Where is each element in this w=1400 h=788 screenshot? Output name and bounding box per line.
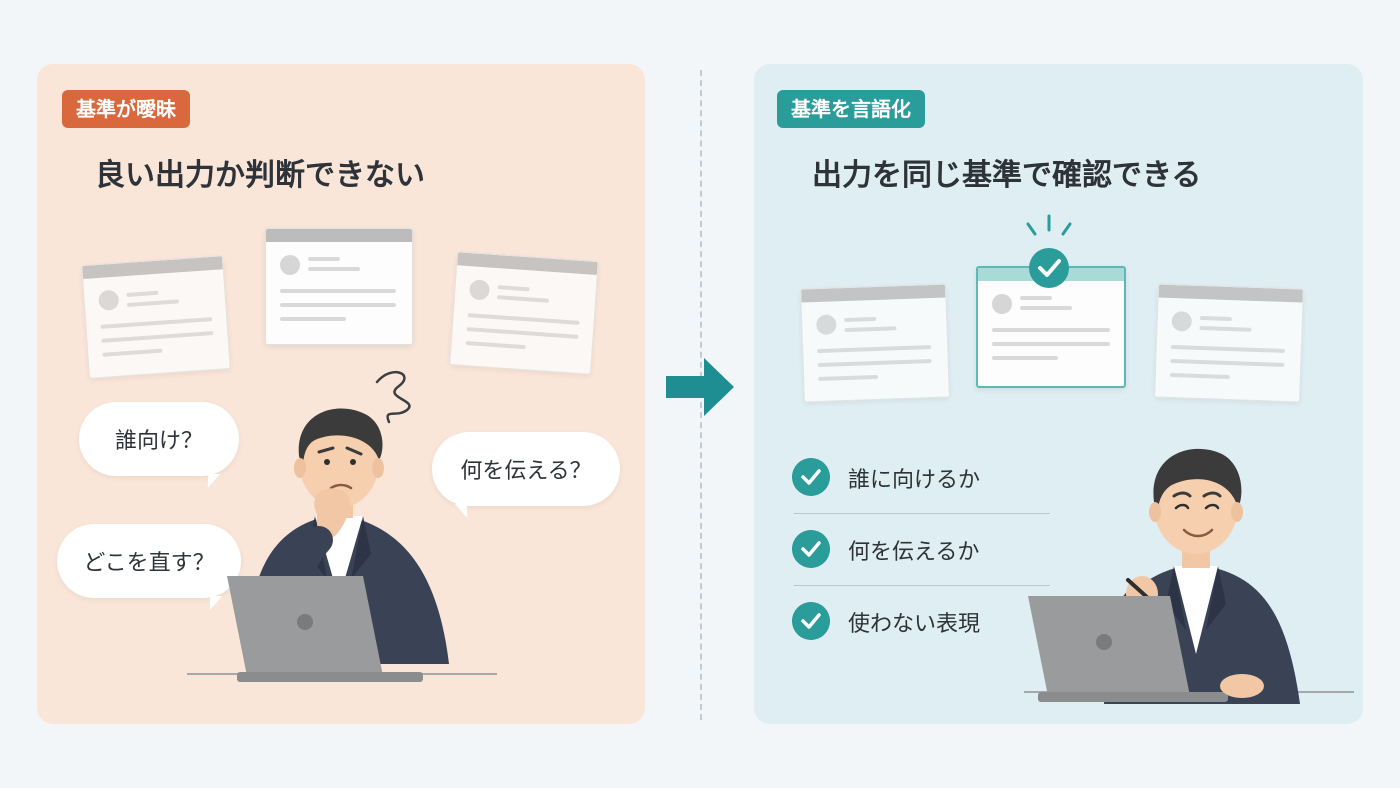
- document-card-icon: [81, 255, 231, 379]
- document-card-icon: [265, 228, 413, 345]
- left-badge: 基準が曖昧: [62, 90, 190, 128]
- laptop-icon: [227, 576, 423, 682]
- speech-bubble: 何を伝える？: [432, 432, 620, 506]
- check-circle-icon: [1026, 214, 1072, 288]
- document-card-icon: [800, 283, 950, 403]
- bubble-text: どこを直す？: [83, 551, 215, 576]
- confused-scribble-icon: [375, 371, 411, 424]
- arrow-right-icon: [666, 358, 734, 416]
- confused-person-illustration: [187, 371, 497, 682]
- checklist-item: 何を伝えるか: [792, 524, 1048, 574]
- right-badge: 基準を言語化: [777, 90, 925, 128]
- right-title: 出力を同じ基準で確認できる: [812, 158, 1202, 193]
- checklist-label: 誰に向けるか: [848, 468, 981, 493]
- check-circle-icon: [792, 458, 830, 496]
- bubble-text: 何を伝える？: [460, 459, 592, 484]
- speech-bubble: どこを直す？: [57, 524, 241, 598]
- checklist-item: 使わない表現: [792, 596, 1048, 646]
- speech-bubble: 誰向け？: [79, 402, 239, 476]
- check-circle-icon: [792, 530, 830, 568]
- checklist-label: 使わない表現: [848, 612, 981, 637]
- check-circle-icon: [792, 602, 830, 640]
- bubble-text: 誰向け？: [114, 429, 203, 454]
- checklist-item: 誰に向けるか: [792, 452, 1048, 502]
- document-card-icon: [449, 251, 599, 375]
- confident-person-illustration: [1024, 448, 1354, 704]
- divider: [794, 585, 1050, 586]
- divider: [794, 513, 1050, 514]
- left-title: 良い出力か判断できない: [95, 158, 425, 193]
- document-card-icon: [1154, 283, 1304, 403]
- left-panel: 基準が曖昧 良い出力か判断できない 誰向け？ 何を伝える？ どこを直す？: [37, 64, 645, 724]
- laptop-icon: [1028, 596, 1228, 702]
- checklist-label: 何を伝えるか: [848, 540, 980, 565]
- right-panel: 基準を言語化 出力を同じ基準で確認できる: [754, 64, 1363, 724]
